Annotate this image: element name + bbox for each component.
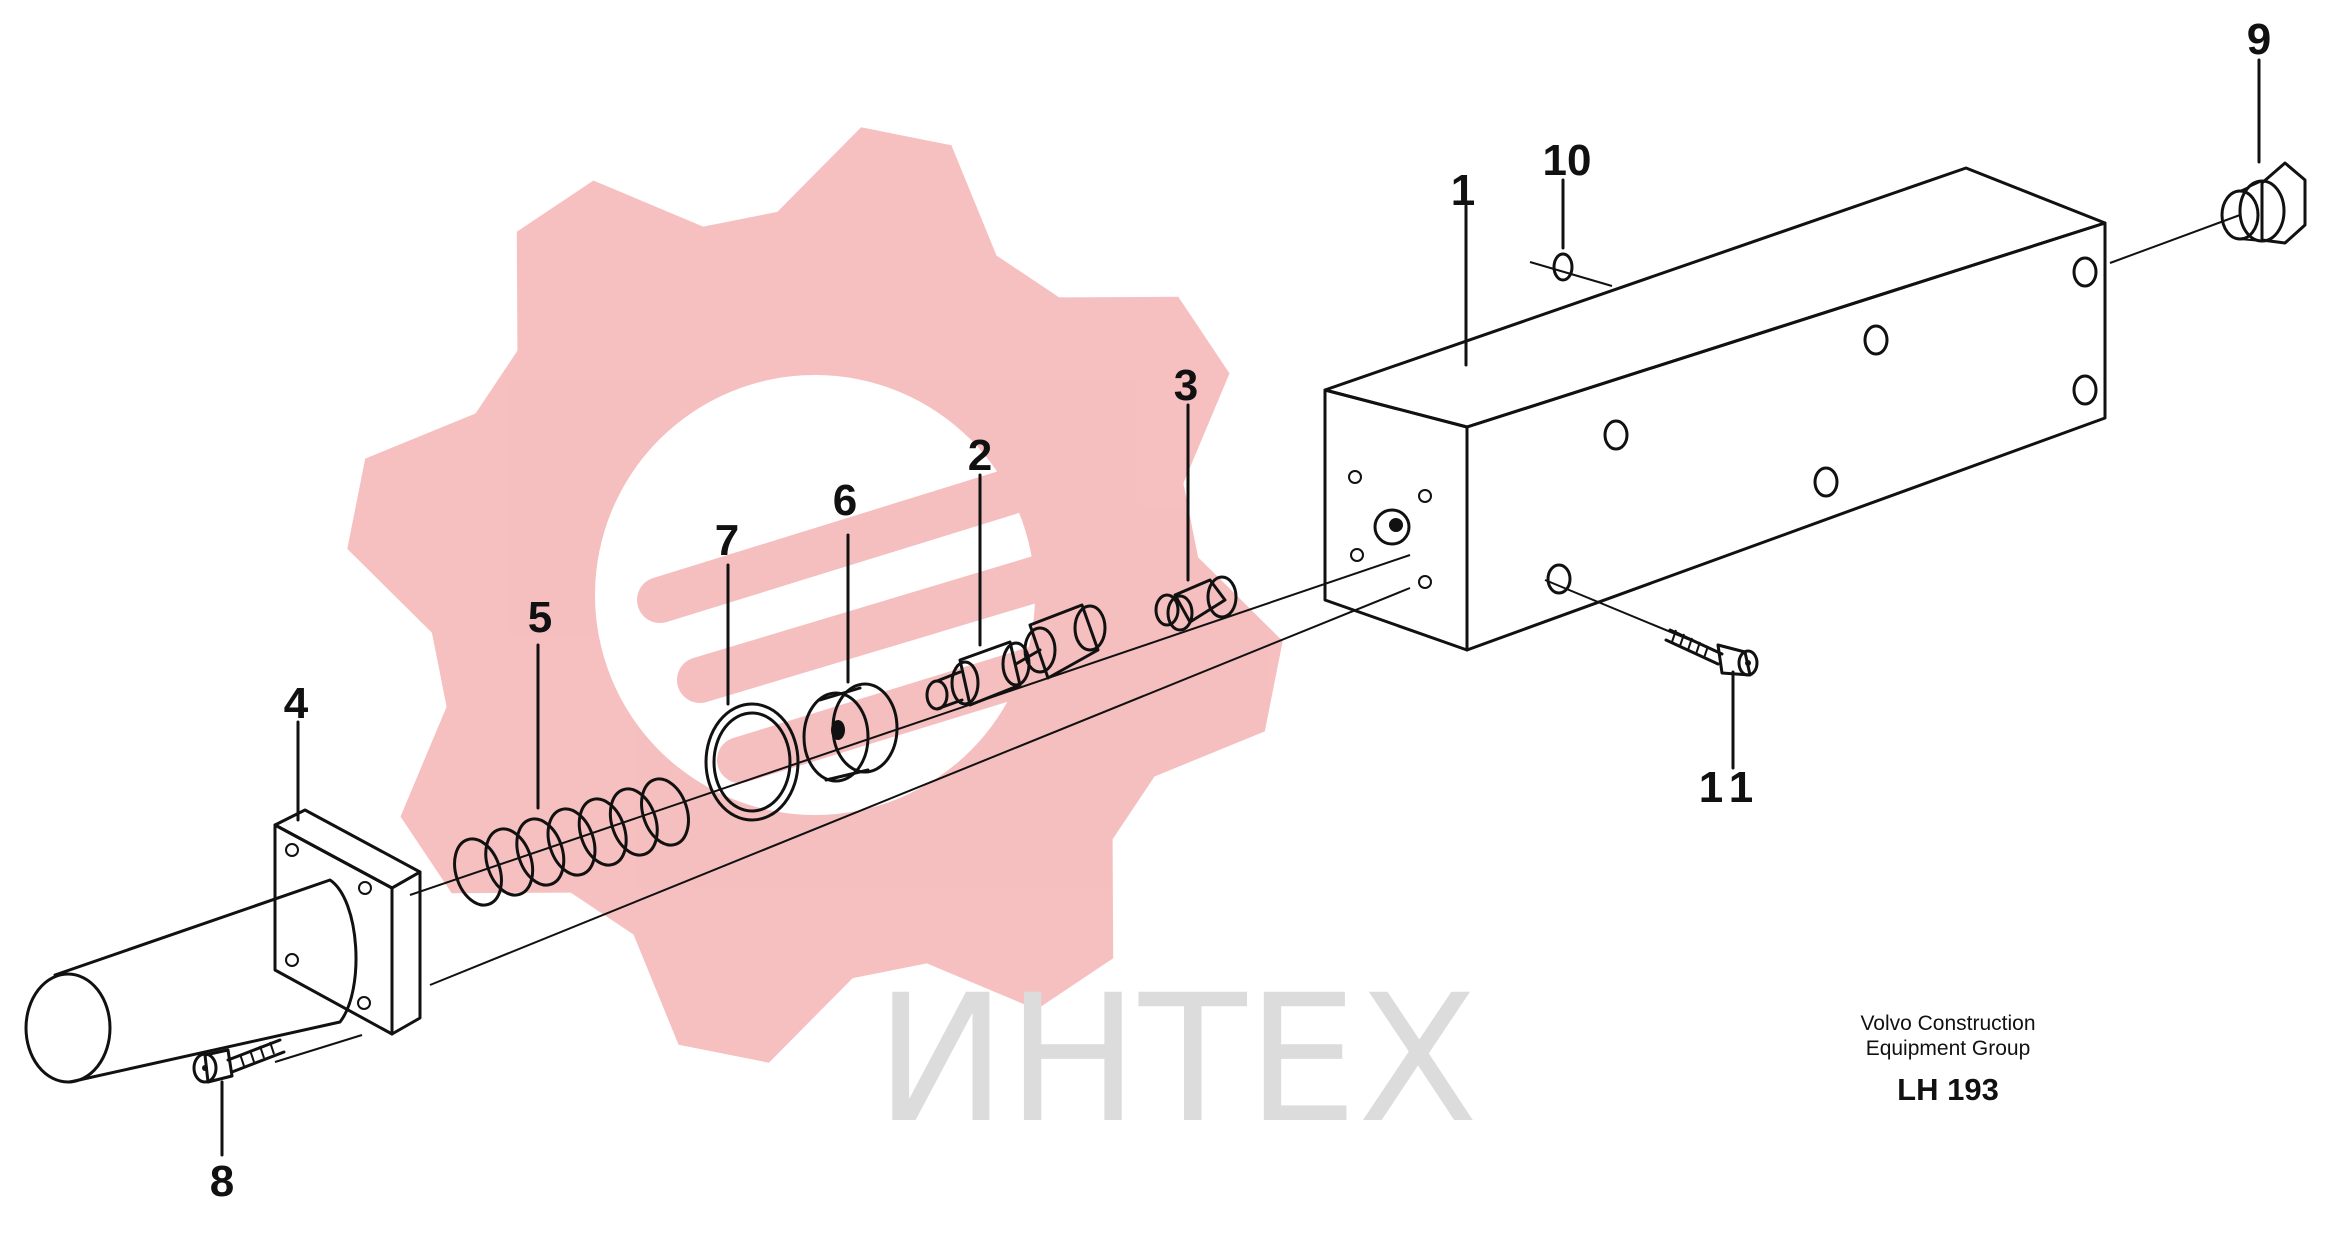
callout-11: 11 <box>1699 763 1762 812</box>
callout-9: 9 <box>2247 15 2271 64</box>
callout-8: 8 <box>210 1157 234 1206</box>
part-4-cover <box>24 808 422 1084</box>
callout-4: 4 <box>284 679 309 728</box>
watermark-text: ИНТЕХ <box>875 957 1478 1162</box>
watermark-gear-icon <box>347 127 1283 1063</box>
caption-block: Volvo Construction Equipment Group LH 19… <box>1860 1012 2035 1107</box>
part-1-valve-housing <box>1323 166 2107 652</box>
watermark: ИНТЕХ <box>347 127 1478 1162</box>
callout-labels: 1 2 3 4 5 6 7 8 9 10 11 <box>210 15 2271 1206</box>
callout-5: 5 <box>528 593 552 642</box>
part-8-screw <box>192 1038 286 1084</box>
part-2-valve-spool <box>925 603 1107 711</box>
part-5-spring <box>453 777 690 907</box>
part-7-o-ring <box>704 702 800 822</box>
callout-2: 2 <box>968 431 992 480</box>
caption-line-1: Volvo Construction <box>1860 1012 2035 1035</box>
leader-lines <box>220 58 2261 1157</box>
callout-3: 3 <box>1174 361 1198 410</box>
part-9-plug <box>2220 161 2307 245</box>
caption-code: LH 193 <box>1897 1072 1999 1107</box>
part-3-spool <box>1154 575 1238 632</box>
callout-1: 1 <box>1451 166 1475 215</box>
callout-6: 6 <box>833 476 857 525</box>
caption-line-2: Equipment Group <box>1866 1037 2031 1060</box>
callout-10: 10 <box>1543 136 1592 185</box>
axis-lines <box>274 214 2241 1063</box>
part-10-o-ring <box>1552 252 1574 282</box>
part-11-screw <box>1664 628 1759 677</box>
part-6-washer <box>802 682 899 783</box>
callout-7: 7 <box>715 516 739 565</box>
